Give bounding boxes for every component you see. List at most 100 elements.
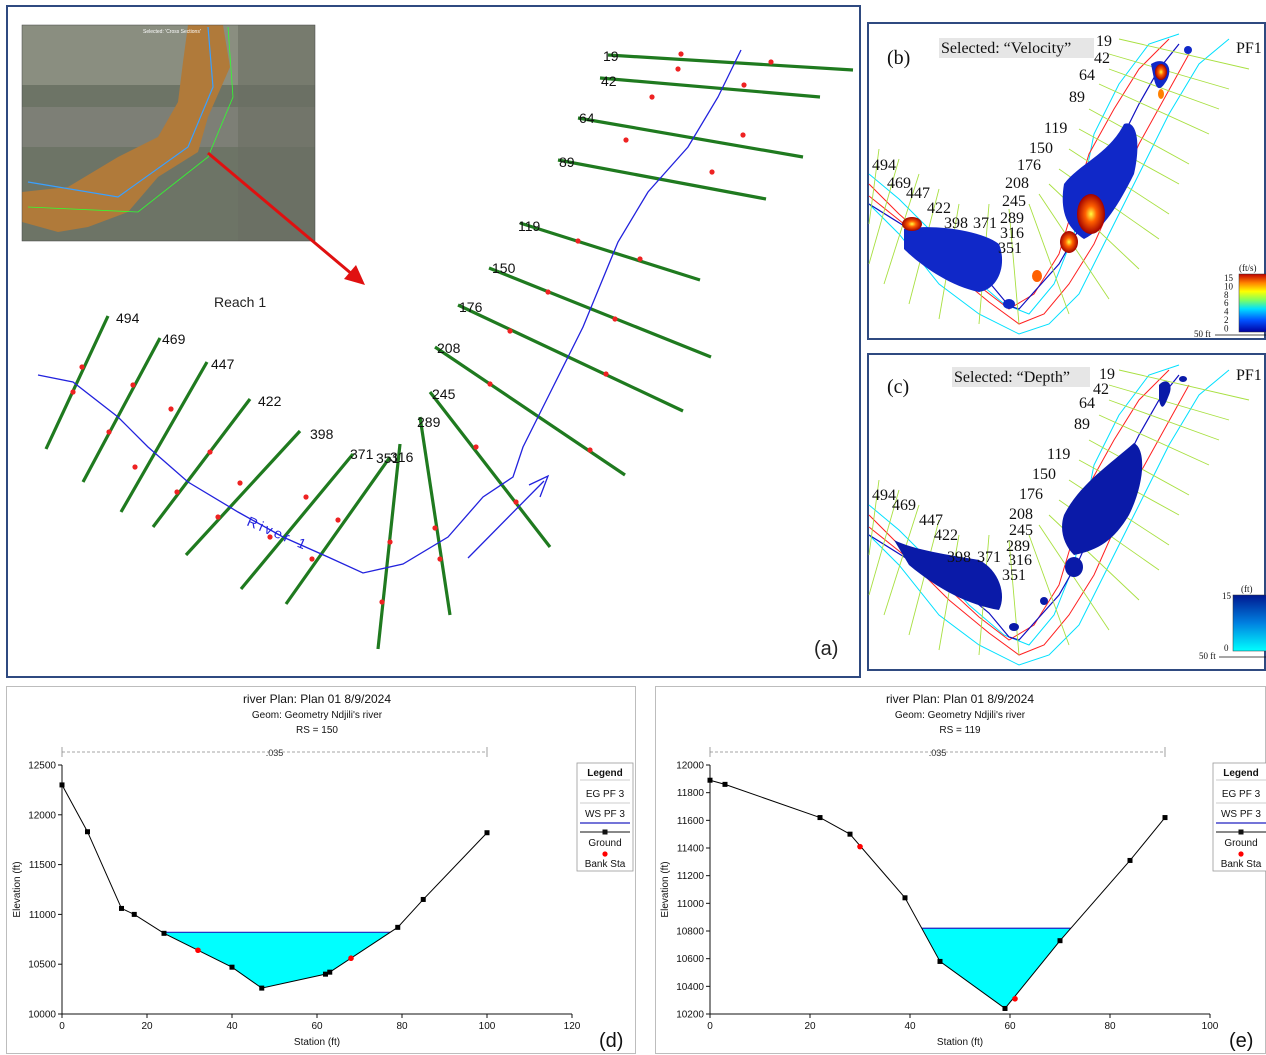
- bank-station-right-494: [70, 389, 76, 395]
- bank-station-left-64: [649, 94, 655, 100]
- cross-section-line-447: [119, 361, 209, 513]
- legend-item-ws: WS PF 3: [1221, 809, 1261, 820]
- profile-label-c: PF1: [1236, 367, 1262, 384]
- section-labels-b: 1942648911915017620824528931635137139842…: [872, 33, 1112, 257]
- bank-station-left-494: [79, 364, 85, 370]
- scalebar-c: 50 ft: [1199, 651, 1216, 661]
- map-label-150: 150: [1032, 466, 1056, 483]
- x-tick-label: 0: [59, 1021, 65, 1032]
- velocity-polygons: [902, 46, 1192, 309]
- cross-section-line-316: [376, 443, 402, 650]
- bank-station-right-119: [637, 256, 643, 262]
- bank-station-right-19: [768, 59, 774, 65]
- legend-title: Legend: [1223, 768, 1259, 779]
- x-tick-label: 120: [564, 1021, 581, 1032]
- outer-boundary-right: [868, 38, 1230, 335]
- chart-rs: RS = 119: [939, 725, 981, 736]
- cross-section-line-494: [44, 315, 110, 450]
- y-tick-label: 12000: [676, 761, 704, 772]
- map-label-42: 42: [1094, 50, 1110, 67]
- depth-scale-max: 15: [1222, 591, 1232, 601]
- bank-station-right-245: [513, 499, 519, 505]
- x-tick-label: 20: [141, 1021, 153, 1032]
- map-label-316: 316: [1008, 552, 1032, 569]
- cross-section-label-469: 469: [162, 331, 186, 347]
- cross-section-label-208: 208: [437, 340, 461, 356]
- map-label-89: 89: [1074, 416, 1090, 433]
- x-tick-label: 100: [1202, 1021, 1219, 1032]
- x-tick-label: 80: [396, 1021, 408, 1032]
- x-tick-label: 60: [311, 1021, 323, 1032]
- y-tick-label: 12000: [28, 810, 56, 821]
- cross-section-line-398: [184, 429, 302, 557]
- aerial-inset: Selected: 'Cross Sections': [21, 24, 316, 242]
- bank-station-point: [195, 947, 201, 954]
- velocity-tick-8: 8: [1224, 290, 1229, 300]
- velocity-tick-4: 4: [1224, 307, 1229, 317]
- mesh-cross-line: [1108, 68, 1220, 110]
- y-tick-label: 10500: [28, 960, 56, 971]
- bank-station-left-176: [507, 328, 513, 334]
- legend-item-eg: EG PF 3: [586, 789, 625, 800]
- cross-section-lines: 1942648911915017620824528931635137139842…: [44, 48, 854, 650]
- map-label-398: 398: [944, 215, 968, 232]
- map-label-208: 208: [1009, 506, 1033, 523]
- chart-rs: RS = 150: [296, 725, 338, 736]
- selected-label-b: Selected: “Velocity”: [941, 40, 1071, 57]
- depth-scale-unit: (ft): [1241, 584, 1253, 594]
- x-tick-label: 0: [707, 1021, 713, 1032]
- aerial-caption: Selected: 'Cross Sections': [143, 29, 201, 35]
- y-tick-label: 11000: [677, 899, 705, 910]
- chart-tag: (e): [1229, 1030, 1253, 1052]
- cross-section-label-447: 447: [211, 356, 235, 372]
- cross-section-label-119: 119: [518, 218, 541, 234]
- cross-section-label-371: 371: [350, 446, 374, 462]
- chart-header: river Plan: Plan 01 8/9/2024: [886, 692, 1034, 706]
- legend-item-ws: WS PF 3: [585, 809, 625, 820]
- depth-polygons: [894, 376, 1187, 631]
- panel-c-tag: (c): [887, 376, 909, 398]
- legend-item-bank: Bank Sta: [1221, 859, 1262, 870]
- map-label-351: 351: [998, 240, 1022, 257]
- map-label-422: 422: [934, 527, 958, 544]
- map-label-150: 150: [1029, 140, 1053, 157]
- ground-point: [484, 830, 490, 836]
- x-tick-label: 40: [226, 1021, 238, 1032]
- bank-station-left-119: [575, 238, 581, 244]
- cross-section-label-494: 494: [116, 310, 140, 326]
- bank-station-left-208: [487, 381, 493, 387]
- ground-point: [327, 969, 333, 975]
- legend-item-bank: Bank Sta: [585, 859, 626, 870]
- y-tick-label: 11500: [29, 860, 57, 871]
- bank-station-right-316: [379, 599, 385, 605]
- map-label-469: 469: [892, 497, 916, 514]
- pointer-arrow-line: [207, 151, 354, 277]
- ground-point: [131, 911, 137, 917]
- ground-point: [1127, 857, 1133, 863]
- flow-arrow-head: [528, 474, 550, 498]
- map-label-245: 245: [1009, 522, 1033, 539]
- cross-section-line-469: [81, 337, 162, 483]
- legend-item-eg: EG PF 3: [1222, 789, 1261, 800]
- x-tick-label: 80: [1104, 1021, 1116, 1032]
- mesh-cross-line: [883, 173, 920, 285]
- x-axis-title: Station (ft): [294, 1037, 340, 1048]
- y-tick-label: 11200: [677, 871, 705, 882]
- map-label-176: 176: [1017, 157, 1041, 174]
- cross-section-line-89: [557, 158, 767, 201]
- y-tick-label: 10800: [676, 927, 704, 938]
- mesh-cross-line: [1098, 83, 1210, 135]
- ground-point: [847, 831, 853, 837]
- cross-section-label-289: 289: [417, 414, 441, 430]
- map-label-371: 371: [977, 549, 1001, 566]
- bank-station-right-289: [437, 556, 443, 562]
- mesh-cross-line: [938, 534, 960, 651]
- ground-point: [937, 958, 943, 964]
- mesh-cross-line: [1098, 414, 1210, 466]
- map-label-19: 19: [1099, 366, 1115, 383]
- bank-station-right-150: [612, 316, 618, 322]
- mesh-cross-line: [868, 158, 900, 265]
- ground-point: [1057, 938, 1063, 944]
